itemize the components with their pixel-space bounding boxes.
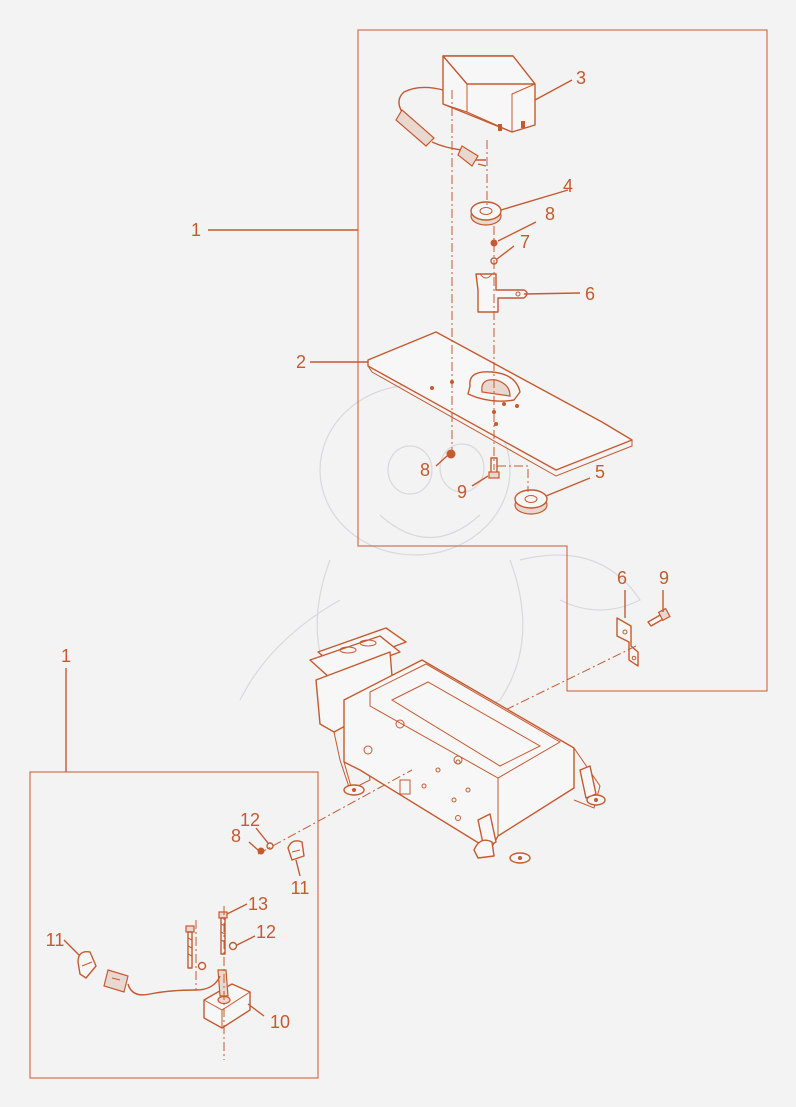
- callout-8-low: 8: [231, 826, 241, 846]
- callout-7: 7: [520, 232, 530, 252]
- callout-9-mid: 9: [457, 482, 467, 502]
- assembly-1-lower-frame: [29, 771, 319, 1079]
- callout-4: 4: [563, 176, 573, 196]
- grommet-part-5: [514, 489, 548, 515]
- assembly-line-lower: [257, 769, 413, 855]
- callout-8-top: 8: [545, 204, 555, 224]
- callout-6-top: 6: [585, 284, 595, 304]
- assembly-1-upper-frame: [357, 29, 768, 692]
- clip-part-11-left: [77, 951, 97, 979]
- bracket-part-6-top: [475, 273, 528, 313]
- bracket-part-6-right: [616, 617, 639, 667]
- callout-11-right: 11: [291, 878, 310, 898]
- callout-10: 10: [270, 1012, 290, 1032]
- grommet-part-4: [470, 201, 502, 226]
- callout-2: 2: [296, 352, 306, 372]
- callout-1-top: 1: [191, 220, 201, 240]
- callout-3: 3: [576, 68, 586, 88]
- assembly-line-right: [439, 645, 637, 743]
- washer-part-12-lower-second: [197, 961, 207, 971]
- cover-plate-part-2: [367, 331, 633, 477]
- callout-12-upper: 12: [240, 810, 260, 830]
- callout-9-right: 9: [659, 568, 669, 588]
- bolt-part-13-second: [185, 925, 195, 969]
- callout-5: 5: [595, 462, 605, 482]
- washer-part-12-upper: [266, 842, 274, 850]
- clip-part-11-right: [287, 840, 305, 861]
- switch-block-part-10: [103, 969, 251, 1029]
- bolt-part-13: [218, 911, 228, 955]
- callout-1-left: 1: [61, 646, 71, 666]
- callout-11-left: 11: [46, 930, 65, 950]
- callout-labels: 1 1 2 3 4 5 6 6 7 8 8 8 9 9 10 11 11 12 …: [46, 68, 669, 1032]
- callout-13: 13: [248, 894, 268, 914]
- callout-6-right: 6: [617, 568, 627, 588]
- washer-part-12-lower: [228, 941, 238, 951]
- nut-part-8-mid: [446, 449, 456, 459]
- leader-lines: [63, 79, 664, 1017]
- screw-part-9-right: [647, 607, 671, 627]
- assembly-lines-lower: [195, 906, 225, 1060]
- main-frame: [309, 627, 606, 864]
- callout-8-mid: 8: [420, 460, 430, 480]
- tilt-switch-housing-part: [395, 55, 536, 167]
- callout-12-lower: 12: [256, 922, 276, 942]
- assembly-lines-top: [451, 90, 529, 492]
